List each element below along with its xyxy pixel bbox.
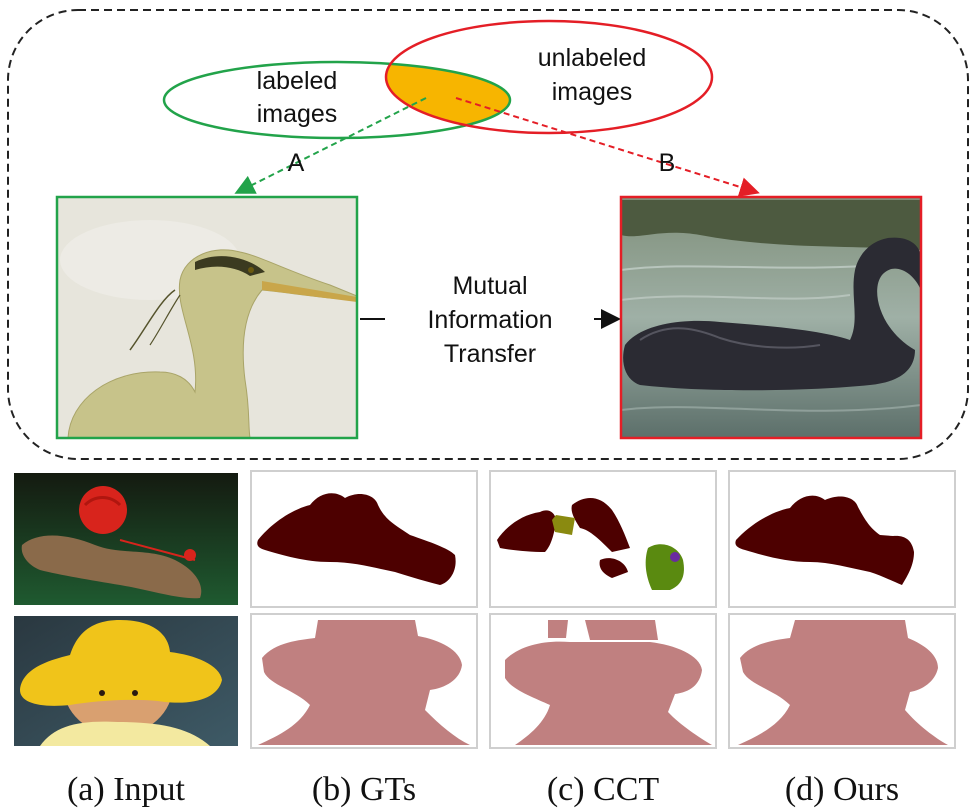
- cct-cat-mask: [497, 498, 684, 590]
- overlap-region: [386, 62, 510, 133]
- child-in-yellow-hat-photo: [20, 620, 222, 706]
- input-child-image: [14, 616, 238, 746]
- ours-cat-mask: [735, 495, 914, 585]
- arrow-b-label: B: [659, 149, 676, 177]
- caption-gts: (b) GTs: [312, 771, 416, 808]
- cat-with-yarn-photo: [21, 535, 202, 599]
- swan-unlabeled-image: [619, 195, 923, 440]
- black-swan-icon: [623, 237, 921, 391]
- arrow-b: [455, 97, 760, 197]
- unlabeled-set-label-line1: unlabeled: [538, 44, 646, 72]
- ours-child-mask: [738, 620, 948, 745]
- caption-ours: (d) Ours: [785, 771, 899, 808]
- transfer-label-line2: Information: [427, 306, 552, 334]
- caption-input: (a) Input: [67, 771, 186, 808]
- arrow-a-label: A: [288, 149, 305, 177]
- unlabeled-set-label-line2: images: [552, 78, 633, 106]
- heron-labeled-image: [55, 195, 359, 440]
- labeled-set-label-line2: images: [257, 100, 338, 128]
- arrow-a: [234, 97, 427, 194]
- transfer-label-line1: Mutual: [452, 272, 527, 300]
- heron-icon: [67, 249, 358, 439]
- input-cat-image: [14, 473, 238, 605]
- framework-frame: [7, 9, 969, 460]
- caption-cct: (c) CCT: [547, 771, 660, 808]
- transfer-label-line3: Transfer: [444, 340, 536, 368]
- gt-child-mask: [258, 620, 470, 745]
- labeled-set-ellipse: [162, 60, 512, 140]
- labeled-set-label-line1: labeled: [257, 67, 338, 95]
- cct-child-mask: [505, 620, 712, 745]
- unlabeled-set-ellipse: [384, 19, 714, 135]
- gt-cat-mask: [257, 493, 456, 585]
